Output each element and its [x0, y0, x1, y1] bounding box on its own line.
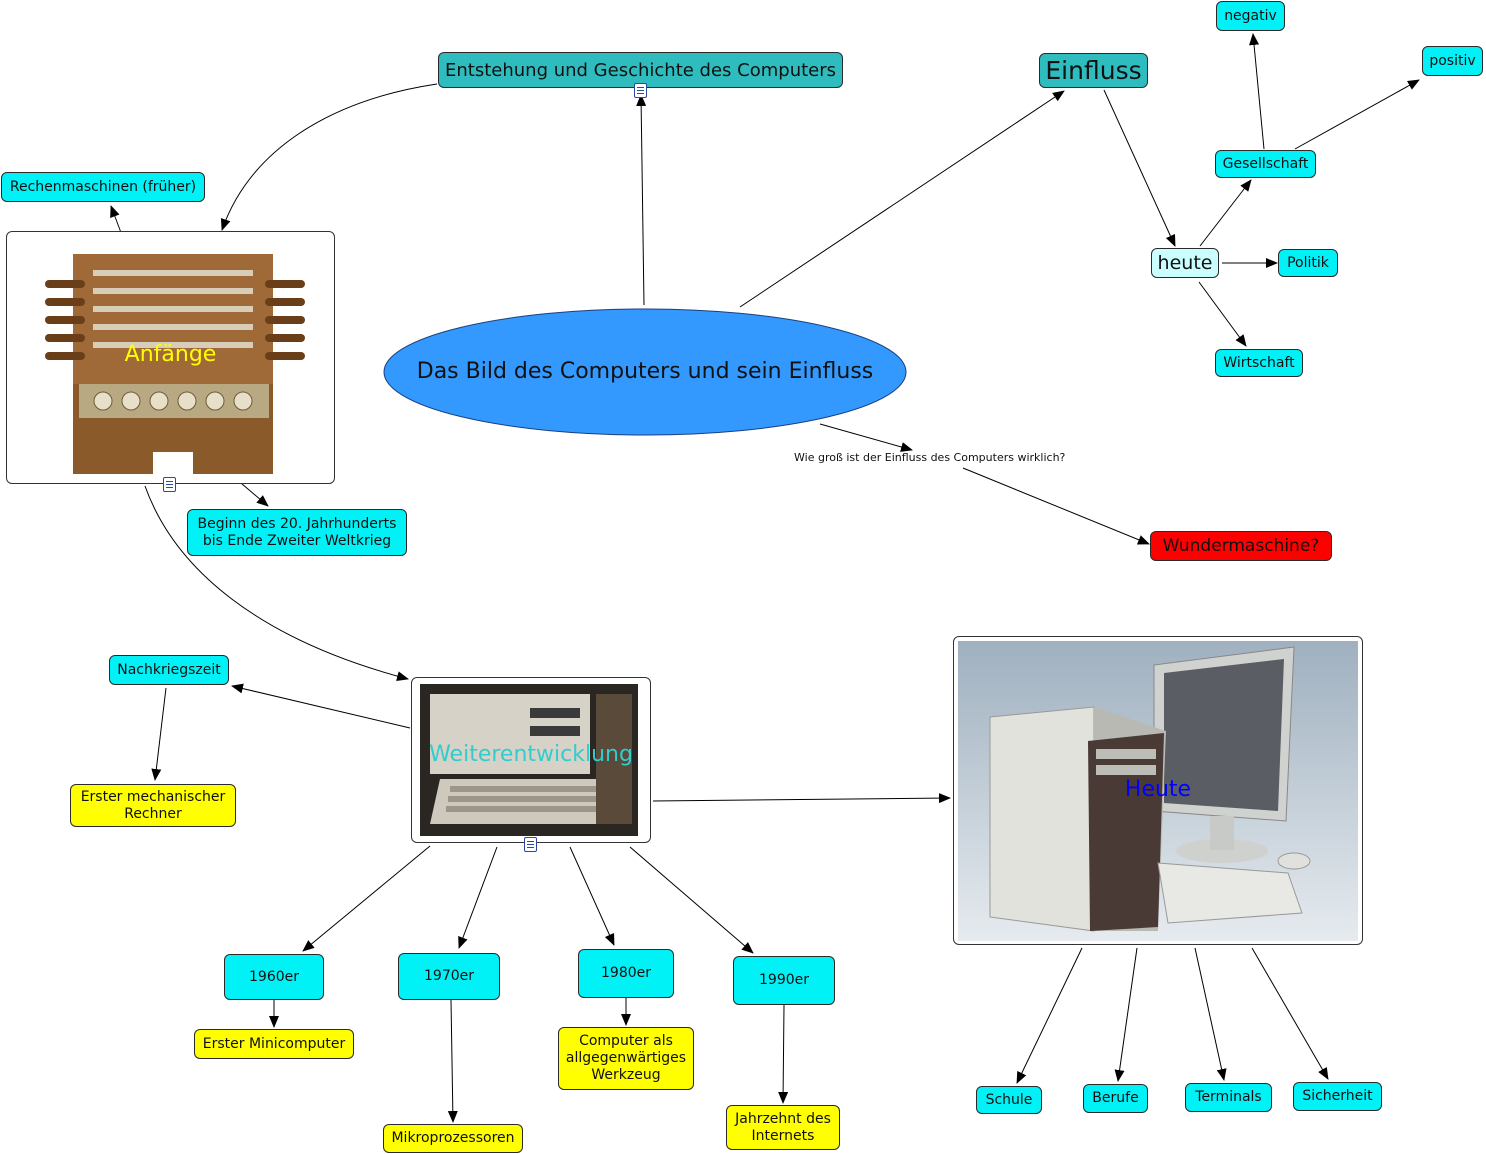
- einfluss-node[interactable]: Einfluss: [1039, 53, 1148, 88]
- berufe-label: Berufe: [1092, 1090, 1139, 1106]
- decade-1970-node[interactable]: 1970er: [398, 953, 500, 1000]
- nachkriegszeit-node[interactable]: Nachkriegszeit: [109, 655, 229, 685]
- decade-1960-label: 1960er: [249, 968, 299, 985]
- schule-label: Schule: [985, 1091, 1033, 1108]
- positiv-node[interactable]: positiv: [1422, 46, 1483, 76]
- anfaenge-caption: Anfänge: [124, 342, 217, 367]
- erster-mech-node[interactable]: Erster mechanischer Rechner: [70, 784, 236, 827]
- wundermaschine-node[interactable]: Wundermaschine?: [1150, 531, 1332, 561]
- rechenmaschinen-node[interactable]: Rechenmaschinen (früher): [1, 172, 205, 202]
- decade-1970-label: 1970er: [424, 968, 474, 984]
- negativ-label: negativ: [1224, 7, 1277, 24]
- sicherheit-node[interactable]: Sicherheit: [1293, 1082, 1382, 1111]
- gesellschaft-node[interactable]: Gesellschaft: [1215, 150, 1316, 178]
- decade-1990-label: 1990er: [759, 972, 809, 988]
- werkzeug-node[interactable]: Computer als allgegenwärtiges Werkzeug: [558, 1027, 694, 1090]
- modern-pc-image: [958, 641, 1358, 941]
- gesellschaft-label: Gesellschaft: [1222, 155, 1309, 172]
- terminals-label: Terminals: [1195, 1089, 1262, 1105]
- wirtschaft-label: Wirtschaft: [1223, 354, 1295, 371]
- mikroprozessoren-node[interactable]: Mikroprozessoren: [383, 1124, 523, 1153]
- document-icon[interactable]: [163, 477, 176, 492]
- einfluss-question-label: Wie groß ist der Einfluss des Computers …: [794, 451, 1066, 464]
- decade-1980-label: 1980er: [601, 965, 651, 981]
- document-icon[interactable]: [524, 837, 537, 852]
- minicomputer-node[interactable]: Erster Minicomputer: [194, 1029, 354, 1059]
- mikroprozessoren-label: Mikroprozessoren: [391, 1130, 515, 1146]
- beginn-node[interactable]: Beginn des 20. Jahrhunderts bis Ende Zwe…: [187, 509, 407, 556]
- wundermaschine-label: Wundermaschine?: [1162, 535, 1320, 556]
- politik-label: Politik: [1287, 254, 1329, 271]
- portable-computer-image: [420, 684, 638, 836]
- politik-node[interactable]: Politik: [1278, 249, 1338, 277]
- heute-caption: Heute: [1124, 777, 1192, 802]
- positiv-label: positiv: [1429, 52, 1476, 69]
- center-node[interactable]: Das Bild des Computers und sein Einfluss: [380, 305, 910, 439]
- center-node-label: Das Bild des Computers und sein Einfluss: [417, 359, 874, 384]
- wirtschaft-node[interactable]: Wirtschaft: [1215, 349, 1303, 377]
- geschichte-label: Entstehung und Geschichte des Computers: [445, 59, 837, 81]
- nachkriegszeit-label: Nachkriegszeit: [117, 661, 221, 678]
- einfluss-label: Einfluss: [1045, 56, 1142, 85]
- berufe-node[interactable]: Berufe: [1083, 1084, 1148, 1113]
- heute-node[interactable]: Heute: [953, 636, 1363, 945]
- terminals-node[interactable]: Terminals: [1185, 1083, 1272, 1112]
- anfaenge-node[interactable]: Anfänge: [6, 231, 335, 484]
- weiterentwicklung-caption: Weiterentwicklung: [429, 742, 633, 767]
- internet-label: Jahrzehnt des Internets: [735, 1110, 831, 1144]
- heute-sub-label: heute: [1157, 251, 1213, 274]
- internet-node[interactable]: Jahrzehnt des Internets: [726, 1105, 840, 1150]
- calculating-machine-image: [45, 254, 305, 474]
- negativ-node[interactable]: negativ: [1216, 1, 1285, 31]
- decade-1980-node[interactable]: 1980er: [578, 949, 674, 998]
- heute-sub-node[interactable]: heute: [1151, 248, 1219, 278]
- werkzeug-label: Computer als allgegenwärtiges Werkzeug: [565, 1033, 687, 1083]
- document-icon[interactable]: [634, 83, 647, 98]
- beginn-label: Beginn des 20. Jahrhunderts bis Ende Zwe…: [197, 515, 397, 549]
- weiterentwicklung-node[interactable]: Weiterentwicklung: [411, 677, 651, 843]
- decade-1990-node[interactable]: 1990er: [733, 956, 835, 1005]
- rechenmaschinen-label: Rechenmaschinen (früher): [9, 178, 197, 195]
- minicomputer-label: Erster Minicomputer: [202, 1035, 346, 1052]
- schule-node[interactable]: Schule: [976, 1086, 1042, 1114]
- sicherheit-label: Sicherheit: [1302, 1088, 1373, 1104]
- erster-mech-label: Erster mechanischer Rechner: [80, 788, 226, 822]
- decade-1960-node[interactable]: 1960er: [224, 954, 324, 1000]
- geschichte-node[interactable]: Entstehung und Geschichte des Computers: [438, 52, 843, 88]
